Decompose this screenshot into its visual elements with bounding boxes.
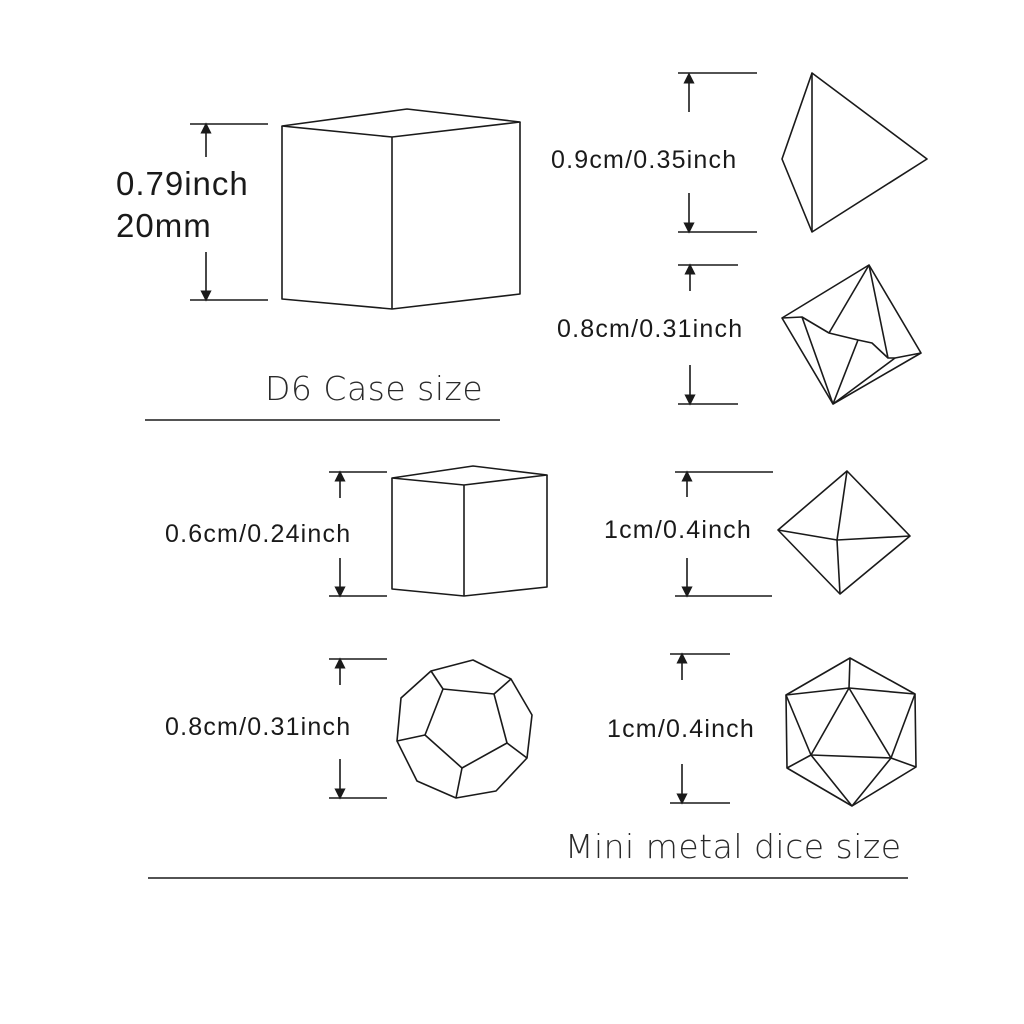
d4-tetrahedron-icon [781, 72, 928, 233]
d6-size-label: 0.6cm/0.24inch [165, 520, 352, 548]
case-caption: D6 Case size [265, 369, 484, 408]
d4-dimension-marker [678, 72, 757, 234]
d20-icosahedron-icon [785, 657, 917, 807]
case-size-inch: 0.79inch [116, 165, 249, 202]
d4-size-label: 0.9cm/0.35inch [551, 146, 738, 174]
mini-dice-caption: Mini metal dice size [565, 827, 902, 866]
d8-size-label: 1cm/0.4inch [604, 516, 752, 544]
d10-size-label: 0.8cm/0.31inch [557, 315, 744, 343]
d6-cube-icon [391, 465, 548, 597]
d12-dodecahedron-icon [396, 659, 533, 799]
d12-dimension-marker [329, 657, 387, 800]
case-dimension-marker [190, 122, 268, 302]
d10-dimension-marker [678, 263, 738, 406]
case-size-mm: 20mm [116, 207, 212, 244]
case-cube-icon [281, 108, 521, 310]
d8-dimension-marker [675, 470, 773, 598]
d10-trapezohedron-icon [781, 264, 922, 405]
d20-dimension-marker [670, 652, 730, 805]
d8-octahedron-icon [777, 470, 911, 595]
d6-dimension-marker [329, 470, 387, 598]
case-size-label: 0.79inch 20mm [116, 163, 249, 247]
d20-size-label: 1cm/0.4inch [607, 715, 755, 743]
d12-size-label: 0.8cm/0.31inch [165, 713, 352, 741]
